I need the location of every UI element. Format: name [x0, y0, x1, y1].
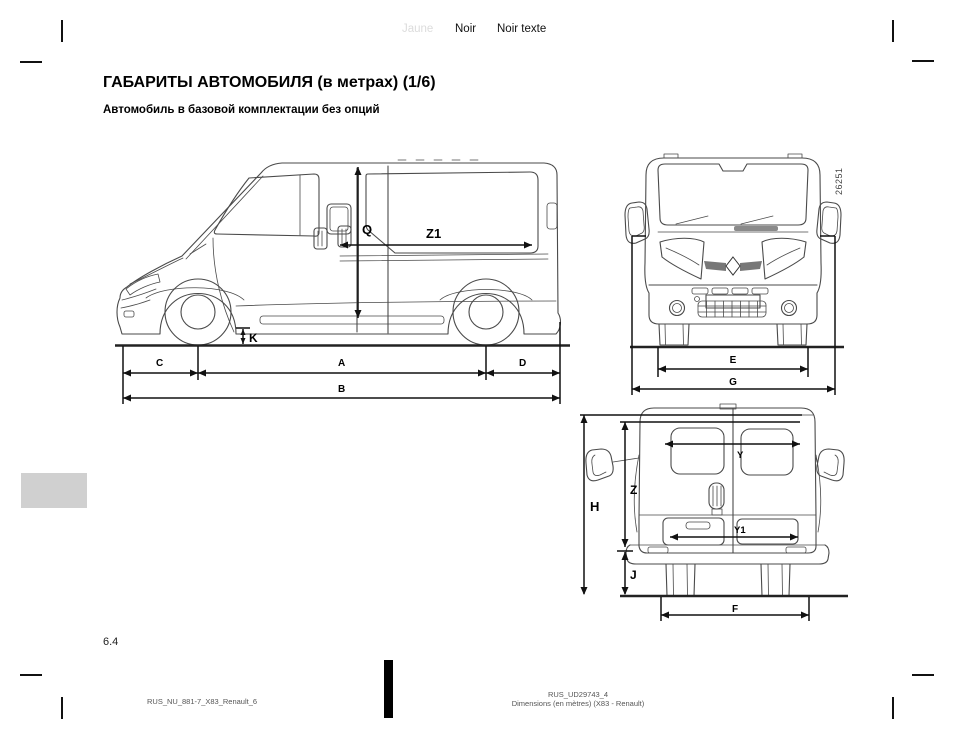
dim-label-q: Q: [362, 222, 372, 237]
dim-label-j: J: [630, 568, 637, 582]
page-subtitle: Автомобиль в базовой комплектации без оп…: [103, 104, 380, 116]
sliding-door-handle: [337, 225, 352, 248]
crop-mark-top-left-v: [61, 20, 63, 42]
windshield: [657, 163, 809, 226]
dim-label-c: C: [156, 358, 163, 369]
dim-label-z: Z: [630, 483, 637, 497]
side-view-figure: Q Z1 K C A D B: [110, 148, 580, 410]
dim-label-e: E: [730, 355, 737, 366]
van-rear-outline: [638, 407, 817, 554]
cargo-side-glass: [365, 171, 539, 254]
page-number: 6.4: [103, 636, 119, 648]
door-mirror-right: [816, 448, 845, 482]
front-wheel: [164, 278, 232, 346]
crop-mark-bottom-left-v: [61, 697, 63, 719]
van-front-view-drawing: E G 26251: [624, 153, 844, 395]
dim-label-k: K: [249, 331, 258, 345]
section-tab-block: [21, 473, 87, 508]
front-view-figure: E G 26251: [600, 145, 860, 405]
footer-print-desc-line: Dimensions (en mètres) (X83 - Renault): [511, 699, 645, 708]
print-mark-jaune: Jaune: [402, 23, 434, 35]
rear-wheel-left: [665, 563, 696, 597]
crop-mark-bottom-left-h: [20, 674, 42, 676]
headlight-left: [659, 237, 705, 280]
van-side-view-drawing: Q Z1 K C A D B: [115, 159, 570, 404]
rear-window-left: [670, 427, 725, 475]
print-mark-noir: Noir: [455, 23, 477, 35]
footer-print-ref-line: RUS_UD29743_4: [547, 690, 609, 699]
dim-label-f: F: [732, 604, 738, 615]
rear-view-figure: H Z J Y Y1 F: [570, 400, 860, 635]
van-rear-view-drawing: H Z J Y Y1 F: [580, 403, 848, 621]
headlight-right: [761, 237, 807, 280]
license-plate: [705, 294, 761, 309]
front-wheel-right: [776, 323, 808, 346]
rear-wheel: [452, 278, 520, 346]
figure-number: 26251: [834, 167, 844, 195]
cab-window: [213, 173, 320, 237]
dim-label-h: H: [590, 499, 599, 514]
van-front-outline: [644, 157, 822, 325]
crop-mark-bottom-right-v: [892, 697, 894, 719]
dim-label-b: B: [338, 384, 345, 395]
rear-window-right: [740, 428, 794, 476]
footer-doc-reference: RUS_NU_881-7_X83_Renault_6: [147, 697, 258, 706]
dim-label-g: G: [729, 377, 737, 388]
page-title: ГАБАРИТЫ АВТОМОБИЛЯ (в метрах) (1/6): [103, 74, 436, 91]
dim-label-a: A: [338, 358, 345, 369]
door-mirror-right: [816, 201, 842, 244]
binding-mark-bar: [384, 660, 393, 718]
dim-label-z1: Z1: [426, 226, 441, 241]
front-wheel-left: [658, 323, 690, 346]
crop-mark-bottom-right-h: [912, 674, 934, 676]
dim-label-d: D: [519, 358, 526, 369]
footer-print-reference: RUS_UD29743_4 Dimensions (en mètres) (X8…: [480, 690, 676, 708]
rear-wheel-right: [760, 563, 791, 597]
van-body-outline: [116, 162, 561, 335]
print-mark-noir-texte: Noir texte: [497, 23, 547, 35]
fog-lamp-left: [668, 299, 686, 317]
dim-label-y1: Y1: [734, 525, 746, 536]
dim-label-y: Y: [737, 450, 744, 461]
tail-light: [546, 202, 558, 230]
rear-door-handle: [708, 482, 725, 510]
door-mirror-left: [624, 201, 650, 244]
wipers: [675, 215, 774, 225]
fog-lamp-right: [780, 299, 798, 317]
rear-bumper: [625, 544, 830, 565]
crop-mark-top-left-h: [20, 61, 42, 63]
side-mirror: [326, 203, 352, 235]
crop-mark-top-right-v: [892, 20, 894, 42]
front-door-handle: [313, 227, 328, 250]
door-mirror-left: [585, 448, 614, 482]
crop-mark-top-right-h: [912, 60, 934, 62]
renault-diamond-logo-icon: [725, 256, 741, 276]
